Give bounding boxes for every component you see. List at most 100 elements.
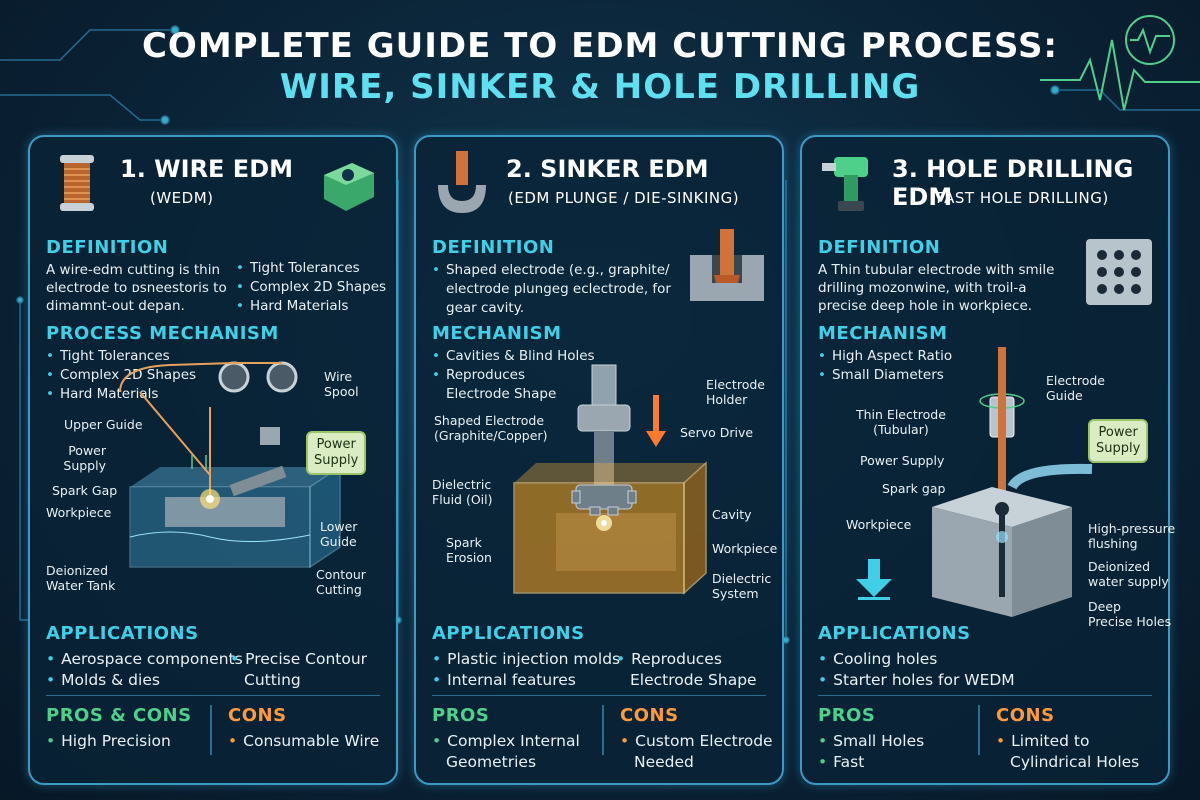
label-line: Power: [316, 437, 356, 452]
label-line: High-pressure: [1088, 521, 1176, 536]
list-item-continued: Geometries: [432, 752, 580, 773]
cons-heading: CONS: [620, 705, 679, 726]
spark-gap-label: Spark Gap: [52, 483, 118, 498]
definition-text: A wire-edm cutting is thin electrode to …: [46, 261, 236, 315]
panel-title: 1. WIRE EDM: [120, 155, 294, 183]
definition-line: dimamnt-out depan.: [46, 298, 185, 314]
label-line: Dielectric: [712, 571, 772, 586]
list-item: Small Diameters: [818, 366, 952, 385]
list-item: High Aspect Ratio: [818, 347, 952, 366]
list-item: Hard Materials: [236, 297, 386, 316]
list-item: Reproduces: [616, 649, 757, 670]
list-item: Consumable Wire: [228, 731, 379, 752]
label-line: Erosion: [446, 550, 492, 565]
cons-list: Limited to Cylindrical Holes: [996, 731, 1139, 773]
list-item: Cooling holes: [818, 649, 1015, 670]
list-item-continued: Electrode Shape: [616, 670, 757, 691]
pros-list: High Precision: [46, 731, 171, 752]
label-line: Guide: [1046, 388, 1083, 403]
label-line: Electrode: [1046, 373, 1105, 388]
label-line: Supply: [63, 458, 106, 473]
electrode-plunge-icon: [438, 151, 486, 213]
hole-plate-icon: [1086, 239, 1152, 305]
power-supply-label: Power Supply: [860, 453, 945, 468]
list-item: Complex 2D Shapes: [236, 278, 386, 297]
label-line: Deionized: [46, 563, 109, 578]
pros-heading: PROS: [432, 705, 490, 726]
continuation-text: Electrode Shape: [630, 671, 757, 689]
sinker-edm-diagram: [513, 364, 707, 595]
drill-icon: [822, 157, 868, 211]
cons-list: Consumable Wire: [228, 731, 379, 752]
title-line-1: COMPLETE GUIDE TO EDM CUTTING PROCESS:: [141, 26, 1059, 66]
divider: [432, 695, 766, 696]
label-line: Spool: [324, 384, 359, 399]
cons-list: Custom Electrode Needed: [620, 731, 773, 773]
divider: [818, 695, 1152, 696]
pros-cons-divider: [978, 705, 980, 755]
definition-bullets: Tight Tolerances Complex 2D Shapes Hard …: [236, 259, 386, 316]
mechanism-bullets: Tight Tolerances Complex 2D Shapes Hard …: [46, 347, 196, 404]
applications-list: Cooling holes Starter holes for WEDM: [818, 649, 1015, 691]
continuation-text: Needed: [634, 753, 694, 771]
label-line: Deionized: [1088, 559, 1151, 574]
list-item: Shaped electrode (e.g., graphite/: [432, 261, 682, 280]
continuation-text: electrode plungeg eclectrode, for: [446, 281, 671, 297]
mechanism-heading: MECHANISM: [432, 323, 562, 344]
pros-list: Small Holes Fast: [818, 731, 924, 773]
workpiece-label: Workpiece: [712, 541, 778, 556]
cons-heading: CONS: [996, 705, 1055, 726]
wire-edm-diagram: [119, 361, 341, 569]
list-item: Fast: [818, 752, 924, 773]
hole-drilling-diagram: [932, 347, 1093, 617]
servo-drive-label: Servo Drive: [680, 425, 754, 440]
upper-guide-label: Upper Guide: [64, 417, 143, 432]
continuation-text: Cylindrical Holes: [1010, 753, 1140, 771]
applications-heading: APPLICATIONS: [432, 623, 585, 644]
panel-title: 3. HOLE DRILLING EDM: [892, 155, 1134, 211]
applications-heading: APPLICATIONS: [46, 623, 199, 644]
definition-line: precise deep hole in workpiece.: [818, 298, 1033, 314]
label-line: flushing: [1088, 536, 1138, 551]
workpiece-label: Workpiece: [46, 505, 112, 520]
panel-wire-edm: 1. WIRE EDM (WEDM) DEFINITION A wire-edm…: [28, 135, 398, 785]
list-item: Hard Materials: [46, 385, 196, 404]
panel-title: 2. SINKER EDM: [506, 155, 709, 183]
definition-text: Shaped electrode (e.g., graphite/ electr…: [432, 261, 682, 318]
continuation-text: Cutting: [244, 671, 301, 689]
mechanism-bullets: High Aspect Ratio Small Diameters: [818, 347, 952, 385]
definition-heading: DEFINITION: [46, 237, 169, 258]
label-line: Contour: [316, 567, 366, 582]
label-line: Wire: [324, 369, 353, 384]
list-item: Tight Tolerances: [46, 347, 196, 366]
panel-sinker-edm: 2. SINKER EDM (EDM PLUNGE / DIE-SINKING)…: [414, 135, 784, 785]
die-cavity-icon: [690, 229, 764, 301]
label-line: System: [712, 586, 759, 601]
puzzle-part-icon: [324, 163, 374, 211]
applications-list-right: Reproduces Electrode Shape: [616, 649, 757, 691]
label-line: Precise Holes: [1088, 614, 1172, 629]
definition-line: A Thin tubular electrode with smile: [818, 262, 1055, 278]
label-line: Supply: [314, 453, 359, 468]
shaped-electrode-label: Shaped Electrode(Graphite/Copper): [434, 413, 547, 443]
pros-heading: PROS & CONS: [46, 705, 192, 726]
label-line: Fluid (Oil): [432, 492, 493, 507]
list-item: Complex Internal: [432, 731, 580, 752]
list-item: Aerospace components: [46, 649, 243, 670]
list-item: Tight Tolerances: [236, 259, 386, 278]
label-line: Power: [68, 443, 106, 458]
list-item-continued: Cylindrical Holes: [996, 752, 1139, 773]
list-item-continued: gear cavity.: [432, 299, 682, 318]
label-line: Spark: [446, 535, 482, 550]
label-line: Shaped Electrode: [434, 413, 545, 428]
pros-heading: PROS: [818, 705, 876, 726]
label-line: Thin Electrode: [856, 407, 946, 422]
